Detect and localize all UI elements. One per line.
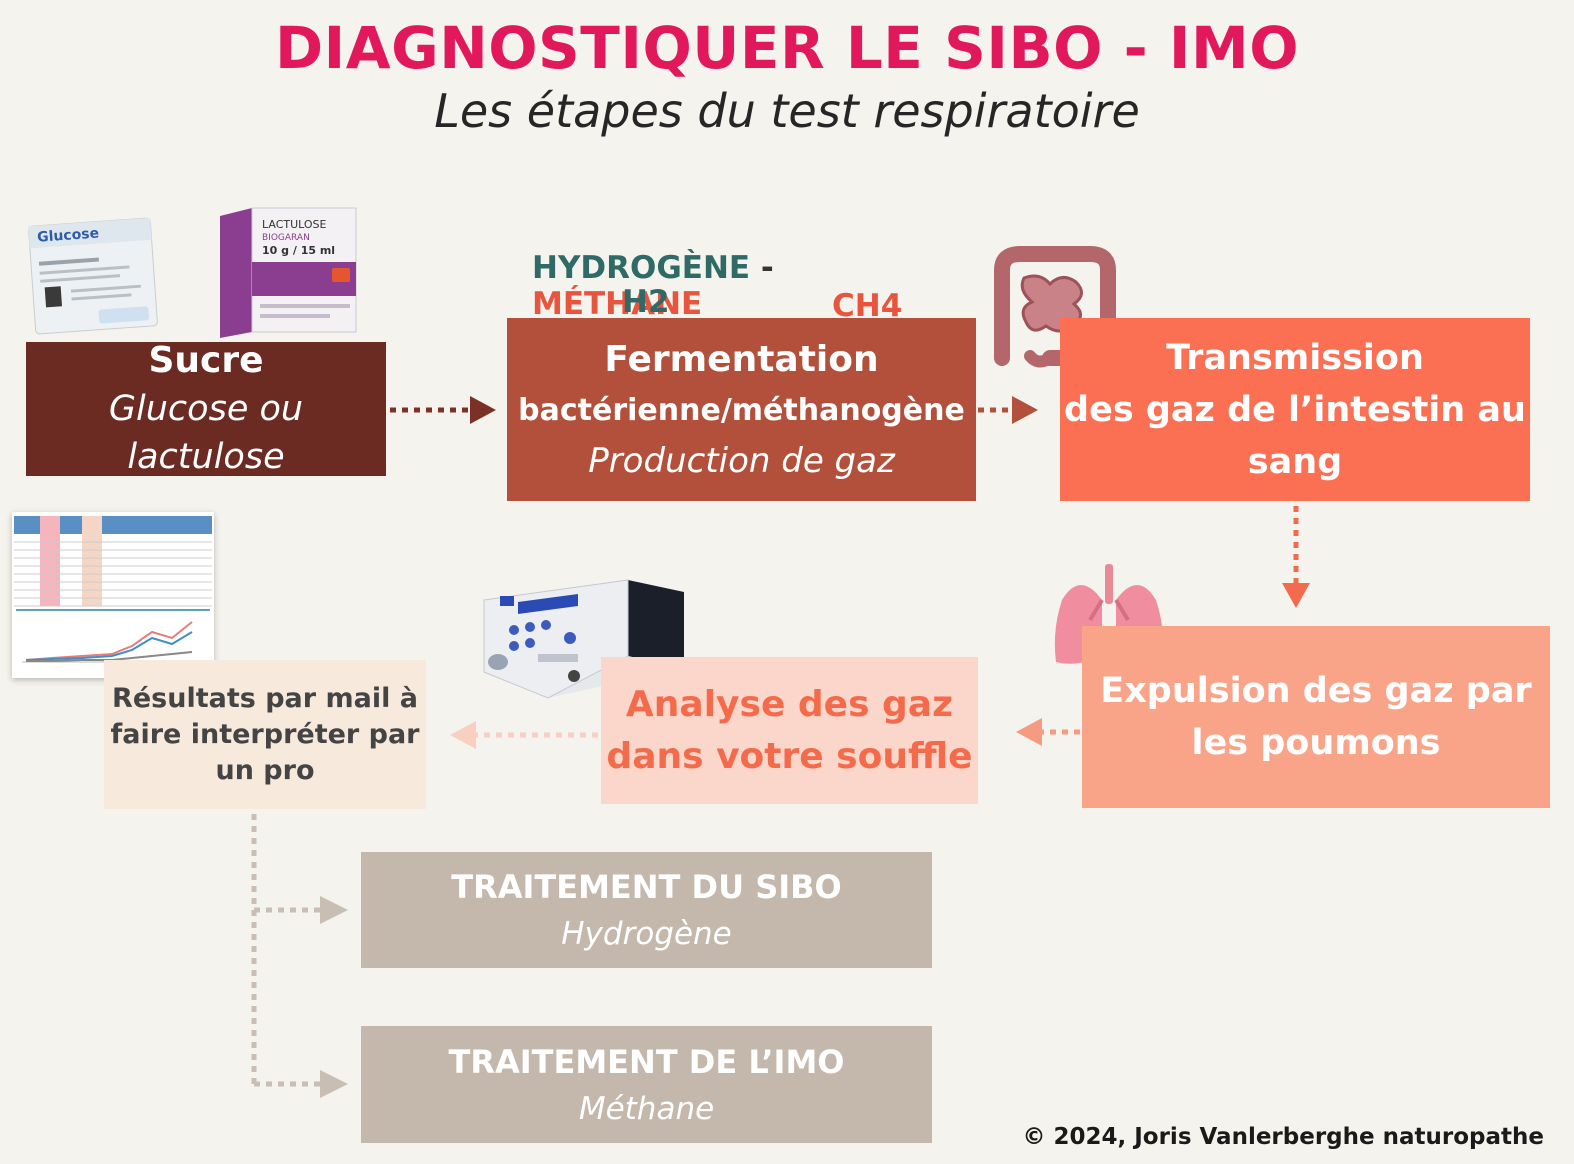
hydrogen-label: HYDROGÈNE [532, 250, 751, 286]
resultats-line1: Résultats par mail à [112, 682, 418, 714]
sucre-sub: Glucose ou lactulose [108, 389, 304, 477]
biogaran-label: BIOGARAN [262, 233, 310, 243]
treatment-imo: TRAITEMENT DE L’IMO Méthane [361, 1026, 932, 1143]
treatment-sibo: TRAITEMENT DU SIBO Hydrogène [361, 852, 932, 968]
page-subtitle: Les étapes du test respiratoire [434, 84, 1140, 138]
treatment-imo-title: TRAITEMENT DE L’IMO [448, 1042, 845, 1081]
analyse-line2: dans votre souffle [606, 735, 973, 777]
dose-label: 10 g / 15 ml [262, 244, 335, 257]
expulsion-line2: les poumons [1191, 723, 1441, 763]
step-expulsion: Expulsion des gaz par les poumons [1082, 626, 1550, 808]
fermentation-sub: Production de gaz [588, 440, 895, 481]
copyright: © 2024, Joris Vanlerberghe naturopathe [1022, 1124, 1544, 1150]
step-analyse: Analyse des gaz dans votre souffle [601, 657, 978, 804]
step-fermentation: Fermentation bactérienne/méthanogène Pro… [507, 318, 976, 501]
step-transmission: Transmission des gaz de l’intestin au sa… [1060, 318, 1530, 501]
analyse-line1: Analyse des gaz [625, 683, 954, 725]
glucose-label: Glucose [37, 225, 100, 245]
step-sucre: Sucre Glucose ou lactulose [26, 340, 386, 477]
fermentation-line2: bactérienne/méthanogène [518, 392, 965, 428]
page-title: DIAGNOSTIQUER LE SIBO - IMO [274, 14, 1300, 82]
transmission-line1: Transmission [1166, 337, 1424, 378]
fermentation-title: Fermentation [604, 338, 879, 380]
treatment-imo-sub: Méthane [578, 1090, 715, 1127]
resultats-line3: un pro [215, 754, 315, 786]
lactulose-box-image: LACTULOSE BIOGARAN 10 g / 15 ml [216, 206, 358, 338]
expulsion-line1: Expulsion des gaz par [1100, 671, 1532, 711]
results-sheet-image [12, 512, 214, 678]
sucre-title: Sucre [148, 340, 264, 381]
transmission-line2: des gaz de l’intestin au [1064, 389, 1526, 430]
gas-labels: HYDROGÈNE - MÉTHANE [532, 250, 952, 322]
transmission-line3: sang [1247, 441, 1343, 482]
lactulose-label: LACTULOSE [262, 218, 327, 231]
methane-label: MÉTHANE [532, 286, 703, 322]
resultats-line2: faire interpréter par [110, 718, 420, 750]
treatment-sibo-title: TRAITEMENT DU SIBO [451, 868, 842, 906]
gas-separator: - [760, 250, 774, 286]
glucose-sachet-image: Glucose [22, 213, 164, 338]
treatment-sibo-sub: Hydrogène [561, 916, 732, 952]
step-resultats: Résultats par mail à faire interpréter p… [104, 660, 426, 809]
h2-label: H2 [622, 284, 670, 320]
